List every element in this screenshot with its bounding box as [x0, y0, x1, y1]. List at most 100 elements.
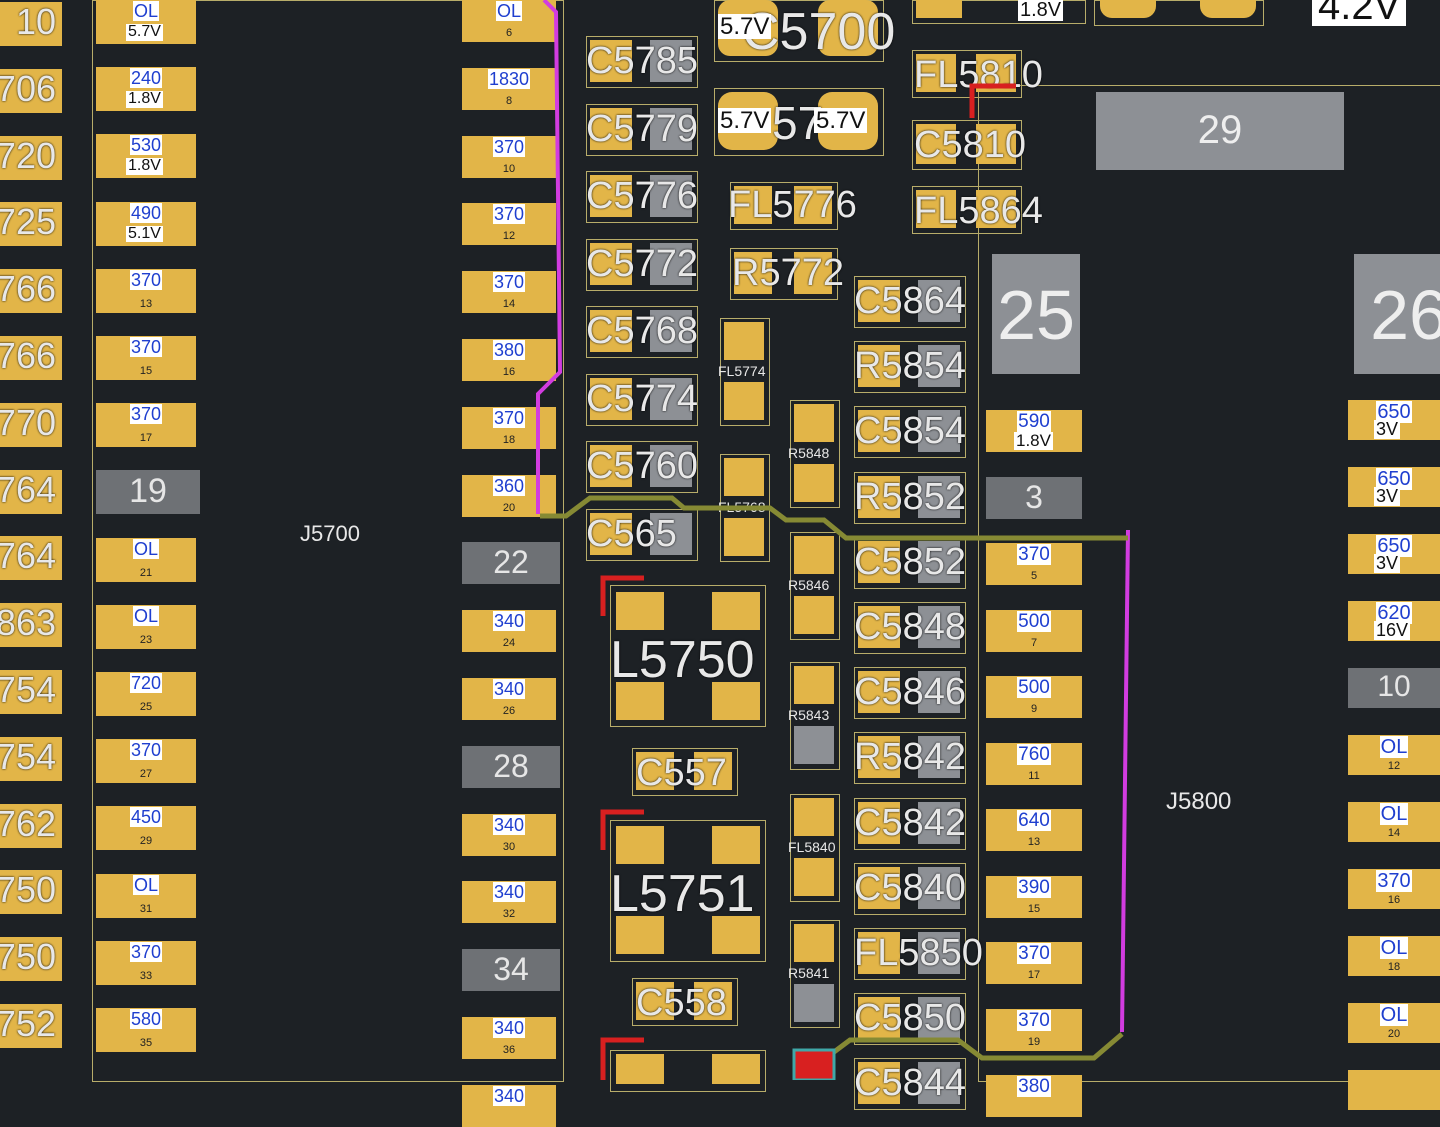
- pin-value-text: 360: [492, 475, 526, 496]
- edge-pad: [0, 670, 62, 714]
- pin-value: 640: [994, 810, 1074, 831]
- pin-number: 12: [1387, 760, 1401, 772]
- pin-number: 33: [139, 969, 153, 982]
- pin-gray-label: 22: [493, 544, 529, 581]
- pin-value: 370: [106, 269, 186, 290]
- pin-pad-gray: [96, 470, 200, 515]
- pin-value-text: 760: [1017, 743, 1051, 765]
- pad: [794, 798, 834, 836]
- component-outline: [586, 306, 698, 358]
- component-ref: C5854: [854, 410, 966, 453]
- edge-ref: 720: [0, 134, 56, 176]
- pin-number: 23: [139, 633, 153, 646]
- edge-pad: [0, 202, 62, 247]
- pad: [724, 458, 764, 496]
- pad: [649, 242, 692, 285]
- small-component-ref: R5848: [788, 445, 830, 461]
- pad: [858, 540, 900, 583]
- pin-number: 10: [502, 162, 516, 175]
- pin-value: 340: [469, 679, 549, 699]
- pin-number: 30: [502, 840, 516, 853]
- pin-value-text: 490: [129, 202, 163, 223]
- pin-pad-gray: [462, 949, 560, 992]
- component-ref-fl5810: FL5810: [914, 54, 1043, 96]
- gray-block-25: [992, 254, 1080, 374]
- gray-block-26: [1354, 254, 1440, 374]
- pin-value-text: OL: [132, 538, 159, 559]
- pad: [794, 536, 834, 574]
- component-ref: C5850: [854, 997, 966, 1040]
- pin-number: 18: [1387, 961, 1401, 973]
- pin-voltage: 1.8V: [126, 157, 163, 176]
- inductor-ref-l5750: L5750: [610, 631, 755, 689]
- pin-value: 650: [1354, 401, 1434, 423]
- voltage-label: 1.8V: [1018, 0, 1064, 21]
- pin-value-text: 650: [1376, 401, 1412, 423]
- edge-pad: [0, 2, 62, 46]
- component-outline-c557: [632, 748, 738, 796]
- pad: [916, 54, 956, 92]
- component-ref-c558: C558: [636, 982, 727, 1024]
- edge-ref: 754: [0, 669, 56, 710]
- pin-value: 360: [469, 475, 549, 496]
- component-outline: [854, 341, 966, 394]
- pin-value-text: 1830: [487, 68, 531, 89]
- gray-block-label-25: 25: [997, 276, 1075, 354]
- pad: [590, 242, 632, 285]
- pad: [858, 606, 900, 648]
- edge-pad: [0, 469, 62, 514]
- pin-number: 15: [139, 365, 153, 377]
- edge-ref: 706: [0, 67, 56, 109]
- pin-value-text: 340: [492, 679, 526, 699]
- pin-pad-gray: [1348, 668, 1440, 708]
- component-outline-r5772: [730, 248, 838, 300]
- pad: [712, 1054, 760, 1084]
- pad: [794, 666, 834, 704]
- component-outline: [854, 667, 966, 720]
- pad: [916, 124, 956, 164]
- pin-value: OL: [106, 538, 186, 559]
- pin-value-text: 370: [1376, 870, 1412, 892]
- pin-value: OL: [106, 1, 186, 21]
- pin-value: 370: [106, 404, 186, 425]
- pad: [858, 345, 900, 388]
- component-ref: R5842: [854, 736, 966, 779]
- pin-value-text: 370: [1017, 1009, 1051, 1031]
- pad: [917, 345, 960, 388]
- pad: [858, 736, 900, 779]
- pin-number: 15: [1027, 902, 1041, 915]
- component-ref: C5864: [854, 280, 966, 322]
- small-component-outline: [720, 318, 770, 426]
- small-component-ref: FL5840: [788, 839, 836, 855]
- component-ref-c557: C557: [636, 752, 727, 794]
- pin-value: 760: [994, 743, 1074, 765]
- pin-voltage: 1.8V: [1014, 431, 1053, 450]
- small-component-ref: FL5774: [718, 363, 766, 379]
- edge-pad: [0, 603, 62, 648]
- edge-ref: 770: [0, 401, 56, 443]
- component-ref: C5774: [586, 377, 698, 420]
- pin-number: 31: [139, 902, 153, 915]
- pin-value-text: 340: [492, 611, 526, 632]
- pin-value-text: 390: [1017, 876, 1051, 898]
- edge-ref: 750: [0, 869, 56, 911]
- pad: [636, 982, 674, 1020]
- pin-value-text: 640: [1017, 810, 1051, 831]
- component-ref: C5846: [854, 671, 966, 714]
- pin-value: OL: [106, 605, 186, 626]
- pin-value: 340: [469, 1085, 549, 1106]
- pin-voltage: 5.7V: [126, 23, 163, 41]
- small-component-outline: [790, 920, 840, 1028]
- component-ref: C5776: [586, 175, 698, 217]
- pad: [917, 606, 960, 648]
- small-component-ref: R5846: [788, 577, 830, 593]
- pin-number: 5: [1030, 570, 1038, 582]
- edge-ref: 766: [0, 335, 56, 376]
- pin-value: 450: [106, 807, 186, 828]
- pin-number: 29: [139, 835, 153, 848]
- pin-value-text: OL: [132, 1, 159, 21]
- gray-block-label-29: 29: [1197, 108, 1243, 152]
- edge-pad: [0, 937, 62, 982]
- pin-value-text: 370: [492, 204, 526, 225]
